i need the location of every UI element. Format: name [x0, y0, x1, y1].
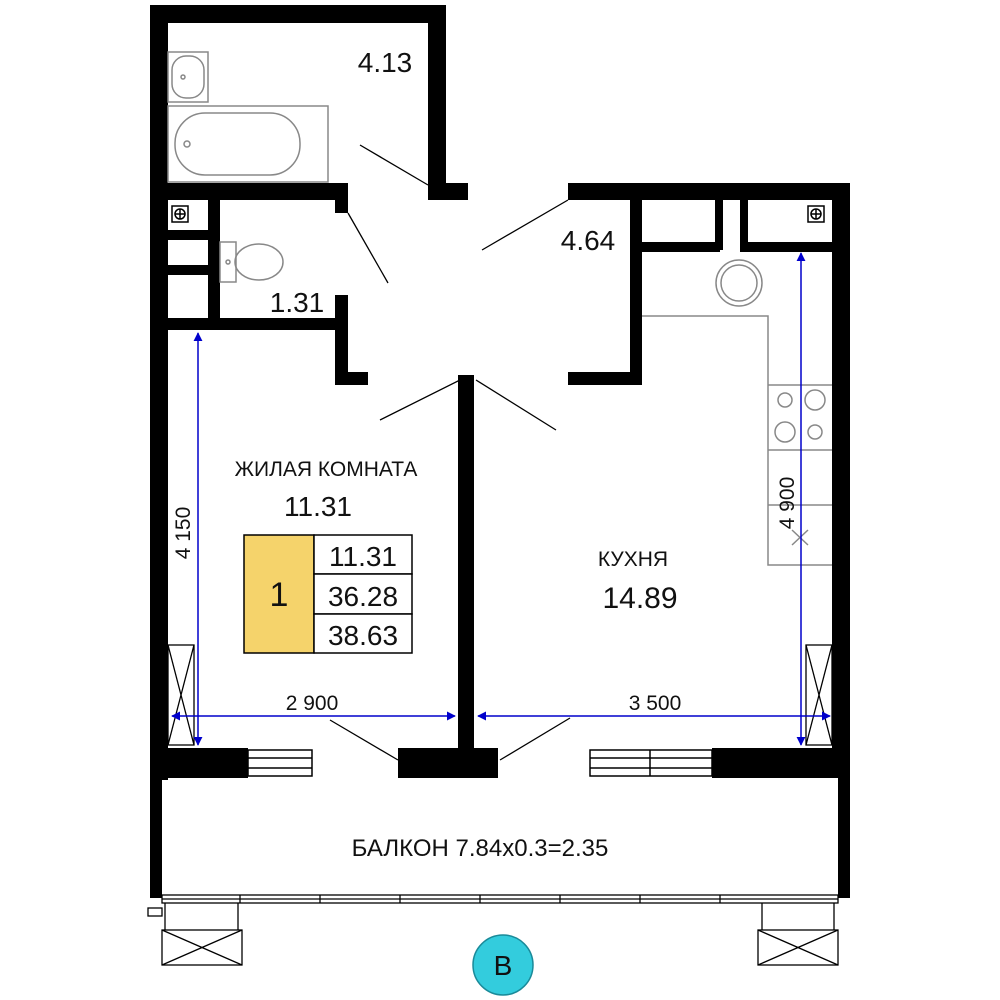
apartment-summary: 1 11.31 36.28 38.63: [243, 534, 413, 654]
total-area: 36.28: [328, 581, 398, 612]
hall-area: 4.64: [561, 225, 616, 256]
bathtub: [167, 105, 329, 183]
door-swings: [329, 144, 571, 761]
kitchen-depth-label: 4 900: [776, 477, 799, 530]
kitchen-area: 14.89: [602, 582, 677, 615]
living-depth-label: 4 150: [172, 507, 195, 560]
windows: [247, 749, 713, 777]
living-width-label: 2 900: [286, 692, 339, 715]
living-room-name: ЖИЛАЯ КОМНАТА: [235, 458, 418, 481]
balcony-railing: [147, 894, 839, 966]
total-with-balcony: 38.63: [328, 620, 398, 651]
rooms-count: 1: [270, 576, 289, 614]
dimension-labels: 2 900 3 500 4 150 4 900: [172, 477, 799, 715]
section-marker-label: В: [494, 950, 513, 981]
bathroom-area: 4.13: [358, 47, 413, 78]
living-room-area: 11.31: [284, 491, 352, 522]
toilet-area: 1.31: [270, 287, 325, 318]
kitchen-width-label: 3 500: [629, 692, 682, 715]
sink-icon: [167, 51, 209, 103]
balcony-label: БАЛКОН 7.84x0.3=2.35: [352, 835, 609, 862]
vent-icon: [171, 205, 825, 223]
kitchen-counter: [642, 259, 832, 566]
radiators: [167, 644, 833, 746]
room-labels: 4.13 1.31 4.64 ЖИЛАЯ КОМНАТА 11.31 КУХНЯ…: [235, 47, 678, 862]
kitchen-name: КУХНЯ: [598, 548, 668, 571]
living-total: 11.31: [329, 541, 397, 572]
walls: [150, 5, 850, 898]
toilet-icon: [219, 241, 284, 283]
section-marker: В: [472, 934, 534, 996]
dimension-lines: [171, 252, 831, 746]
